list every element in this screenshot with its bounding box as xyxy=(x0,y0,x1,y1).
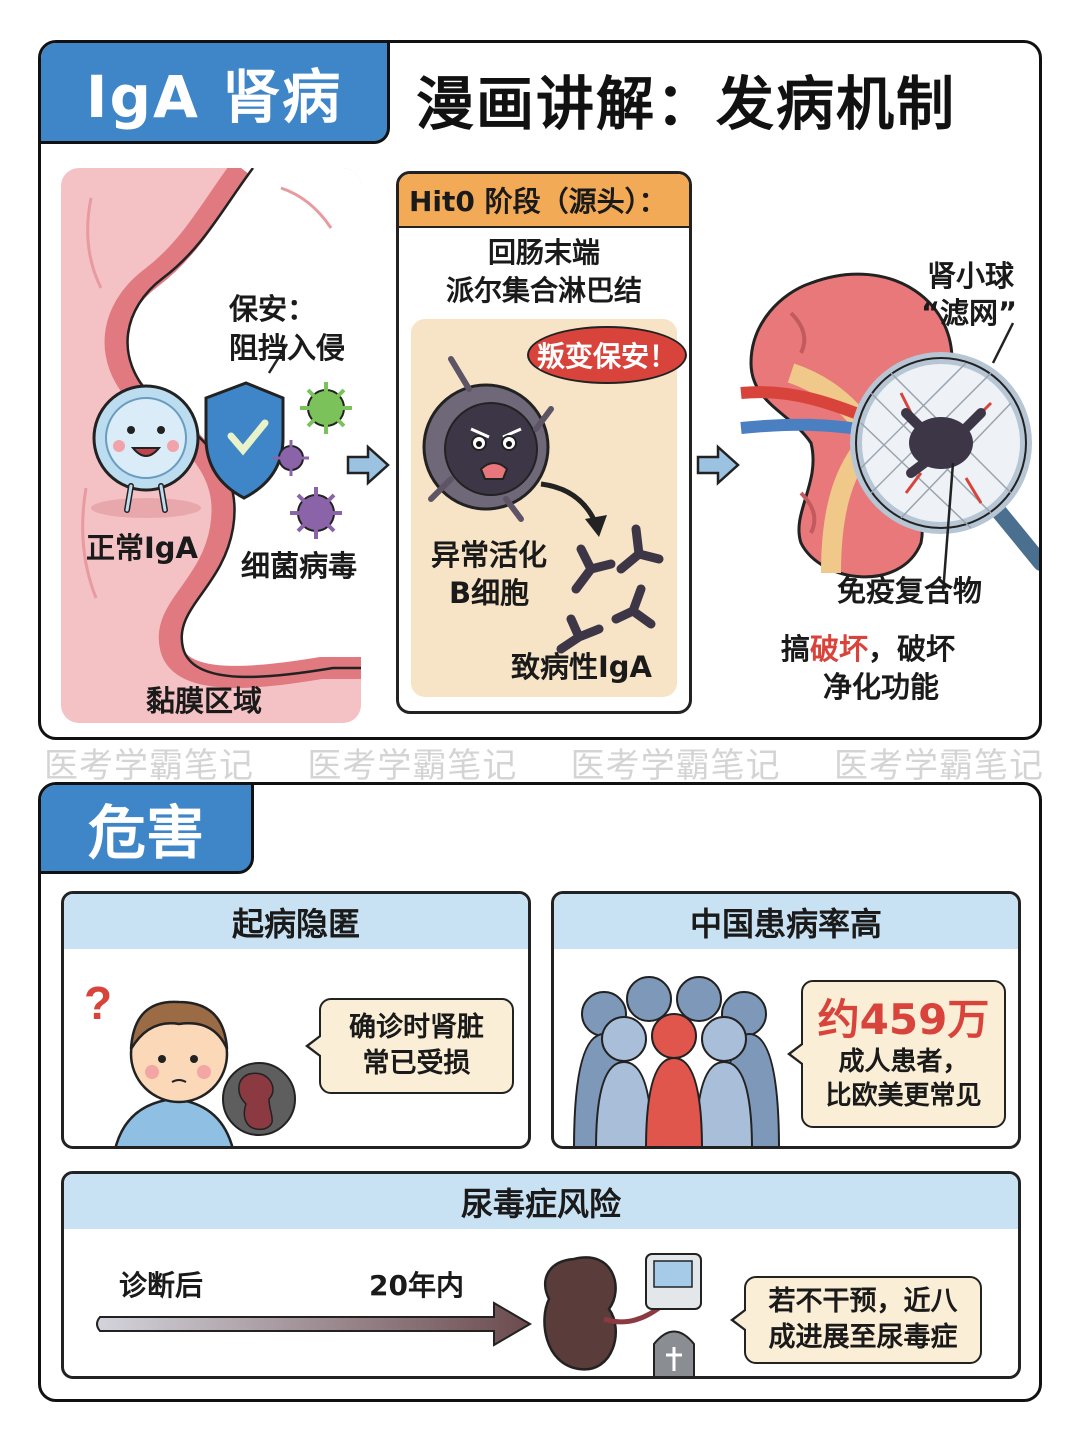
timeline-arrow-icon xyxy=(96,1301,532,1347)
china-prevalence-card: 中国患病率高 约459万 成人患者， 比欧美更常见 xyxy=(551,891,1021,1149)
damage-line2: 净化功能 xyxy=(823,670,940,704)
prevalence-line1: 成人患者， xyxy=(838,1047,969,1077)
uremia-bubble: 若不干预，近八 成进展至尿毒症 xyxy=(730,1276,982,1364)
hit0-header: Hit0 阶段（源头）： xyxy=(399,174,689,228)
timeline-start-label: 诊断后 xyxy=(119,1269,204,1302)
guard-label-line1: 保安： xyxy=(229,292,317,326)
arrow-right-icon xyxy=(346,444,390,486)
watermark-text: 医考学霸笔记 xyxy=(570,746,781,786)
arrow-right-icon xyxy=(696,444,740,486)
watermark: 医考学霸笔记 医考学霸笔记 医考学霸笔记 医考学霸笔记 xyxy=(44,738,1044,787)
card-title: 尿毒症风险 xyxy=(64,1174,1018,1229)
card-title: 中国患病率高 xyxy=(554,894,1018,949)
b-cell-illustration xyxy=(422,356,664,654)
hit0-location: 回肠末端 派尔集合淋巴结 xyxy=(399,234,689,310)
watermark-text: 医考学霸笔记 xyxy=(307,746,518,786)
hidden-onset-card: 起病隐匿 ? 确诊时肾脏 常已受损 xyxy=(61,891,531,1149)
watermark-text: 医考学霸笔记 xyxy=(44,746,254,786)
watermark-text: 医考学霸笔记 xyxy=(833,746,1044,786)
location-line2: 派尔集合淋巴结 xyxy=(445,274,642,307)
intestine-wall-icon xyxy=(81,168,361,688)
uremia-risk-card: 尿毒症风险 诊断后 20年内 若不干预，近八 成进展至尿毒症 xyxy=(61,1171,1021,1379)
bubble-line1: 确诊时肾脏 xyxy=(349,1012,484,1043)
normal-iga-label: 正常IgA xyxy=(86,531,198,565)
timeline-end-label: 20年内 xyxy=(369,1269,464,1302)
question-mark-icon: ? xyxy=(84,977,112,1029)
mechanism-panel: IgA 肾病 漫画讲解：发病机制 xyxy=(38,40,1042,740)
traitor-speech-bubble: 叛变保安！ xyxy=(527,326,687,384)
bubble-line2: 常已受损 xyxy=(362,1048,471,1079)
glomerulus-label-line1: 肾小球 xyxy=(927,259,1015,293)
damage-suffix: ，破坏 xyxy=(868,632,956,666)
prevalence-bubble: 约459万 成人患者， 比欧美更常见 xyxy=(787,980,1006,1128)
failed-kidney-dialysis-icon xyxy=(543,1253,702,1376)
card-title: 起病隐匿 xyxy=(64,894,528,949)
b-cell-label-line2: B细胞 xyxy=(449,576,530,610)
topic-tag: IgA 肾病 xyxy=(41,43,390,144)
immune-complex-label: 免疫复合物 xyxy=(837,574,983,608)
crowd-icon xyxy=(573,976,780,1146)
harm-tag: 危害 xyxy=(41,785,254,874)
damage-highlight: 破坏 xyxy=(810,632,869,666)
harm-panel: 危害 起病隐匿 ? 确诊时肾脏 常已受损 中国患病率高 xyxy=(38,782,1042,1402)
hit0-stage-box: Hit0 阶段（源头）： 回肠末端 派尔集合淋巴结 xyxy=(396,171,692,714)
mucosa-region-label: 黏膜区域 xyxy=(146,684,263,718)
bubble-line1: 若不干预，近八 xyxy=(768,1286,958,1317)
damage-line1: 搞破坏，破坏 xyxy=(781,631,955,667)
prevalence-line2: 比欧美更常见 xyxy=(825,1081,982,1111)
pathogenic-iga-label: 致病性IgA xyxy=(511,650,652,684)
page-title: 漫画讲解：发病机制 xyxy=(416,70,957,138)
glomerulus-label-line2: “滤网” xyxy=(921,296,1018,330)
hidden-onset-bubble: 确诊时肾脏 常已受损 xyxy=(305,998,514,1094)
virus-green-icon xyxy=(300,382,352,434)
antibody-icons xyxy=(556,524,664,654)
mucosa-illustration: 保安： 阻挡入侵 正常IgA 细菌病毒 黏膜区域 xyxy=(61,168,361,723)
guard-label-line2: 阻挡入侵 xyxy=(229,331,346,365)
pathogens-label: 细菌病毒 xyxy=(241,549,358,583)
b-cell-label-line1: 异常活化 xyxy=(431,538,548,572)
damage-prefix: 搞 xyxy=(781,632,811,666)
location-line1: 回肠末端 xyxy=(487,236,600,269)
prevalence-figure: 约459万 xyxy=(817,995,990,1044)
confused-person-icon: ? xyxy=(84,977,296,1146)
bubble-line2: 成进展至尿毒症 xyxy=(768,1322,958,1353)
kidney-magnifier-illustration xyxy=(740,272,1039,593)
